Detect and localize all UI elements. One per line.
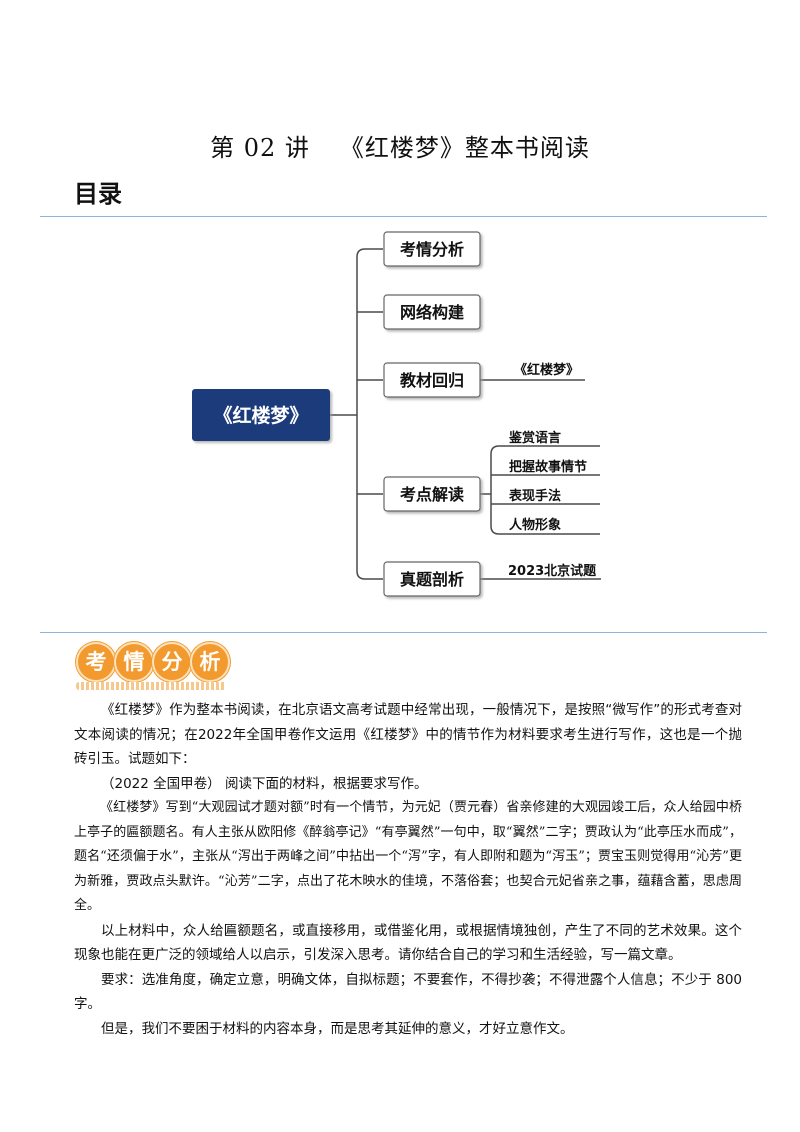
branch-node-zhenti: 真题剖析 xyxy=(383,561,481,597)
branch-label: 真题剖析 xyxy=(400,570,464,589)
badge-char: 情 xyxy=(114,642,154,682)
lecture-number: 第 02 讲 xyxy=(210,134,310,162)
page-title: 第 02 讲 《红楼梦》整本书阅读 xyxy=(0,128,800,163)
mind-map: 《红楼梦》 考情分析 网络构建 教材回归 考点解读 真题剖析 《红楼梦》 鉴赏语… xyxy=(192,231,601,597)
divider-top xyxy=(40,216,767,217)
paragraph-exam-prompt: （2022 全国甲卷） 阅读下面的材料，根据要求写作。 xyxy=(101,775,428,792)
branch-node-wangluo: 网络构建 xyxy=(383,294,481,330)
paragraph-intro: 《红楼梦》作为整本书阅读，在北京语文高考试题中经常出现，一般情况下，是按照“微写… xyxy=(74,702,742,767)
leaf-plot: 把握故事情节 xyxy=(509,459,587,475)
branch-label: 考点解读 xyxy=(400,485,464,504)
lecture-title: 《红楼梦》整本书阅读 xyxy=(339,134,590,162)
branch-node-kaodian: 考点解读 xyxy=(383,476,481,512)
connector-lines xyxy=(330,248,601,580)
branch-node-jiaocai: 教材回归 xyxy=(383,362,481,398)
section-badge: 考 情 分 析 xyxy=(76,642,230,690)
paragraph-conclusion: 但是，我们不要困于材料的内容本身，而是思考其延伸的意义，才好立意作文。 xyxy=(101,1020,574,1037)
leaf-hongloumeng: 《红楼梦》 xyxy=(514,362,579,378)
leaf-language: 鉴赏语言 xyxy=(508,430,561,446)
leaf-character: 人物形象 xyxy=(509,517,561,533)
badge-char: 考 xyxy=(76,642,116,682)
paragraph-task: 以上材料中，众人给匾额题名，或直接移用，或借鉴化用，或根据情境独创，产生了不同的… xyxy=(74,922,742,964)
leaf-technique: 表现手法 xyxy=(508,488,561,504)
root-node: 《红楼梦》 xyxy=(192,389,330,441)
root-label: 《红楼梦》 xyxy=(213,404,308,427)
paragraph-requirements: 要求：选准角度，确定立意，明确文体，自拟标题；不要套作，不得抄袭；不得泄露个人信… xyxy=(74,971,742,1013)
branch-label: 教材回归 xyxy=(400,371,464,390)
branch-label: 网络构建 xyxy=(400,303,464,322)
divider-bottom xyxy=(40,632,767,633)
badge-underline xyxy=(76,682,226,690)
leaf-2023-beijing: 2023北京试题 xyxy=(508,563,597,579)
branch-label: 考情分析 xyxy=(400,240,464,259)
badge-char: 析 xyxy=(190,642,230,682)
section-body: 《红楼梦》作为整本书阅读，在北京语文高考试题中经常出现，一般情况下，是按照“微写… xyxy=(74,698,742,1041)
branch-node-kaoqing: 考情分析 xyxy=(383,231,481,267)
paragraph-material: 《红楼梦》写到“大观园试才题对额”时有一个情节，为元妃（贾元春）省亲修建的大观园… xyxy=(74,800,742,913)
toc-heading: 目录 xyxy=(74,180,122,208)
badge-char: 分 xyxy=(152,642,192,682)
